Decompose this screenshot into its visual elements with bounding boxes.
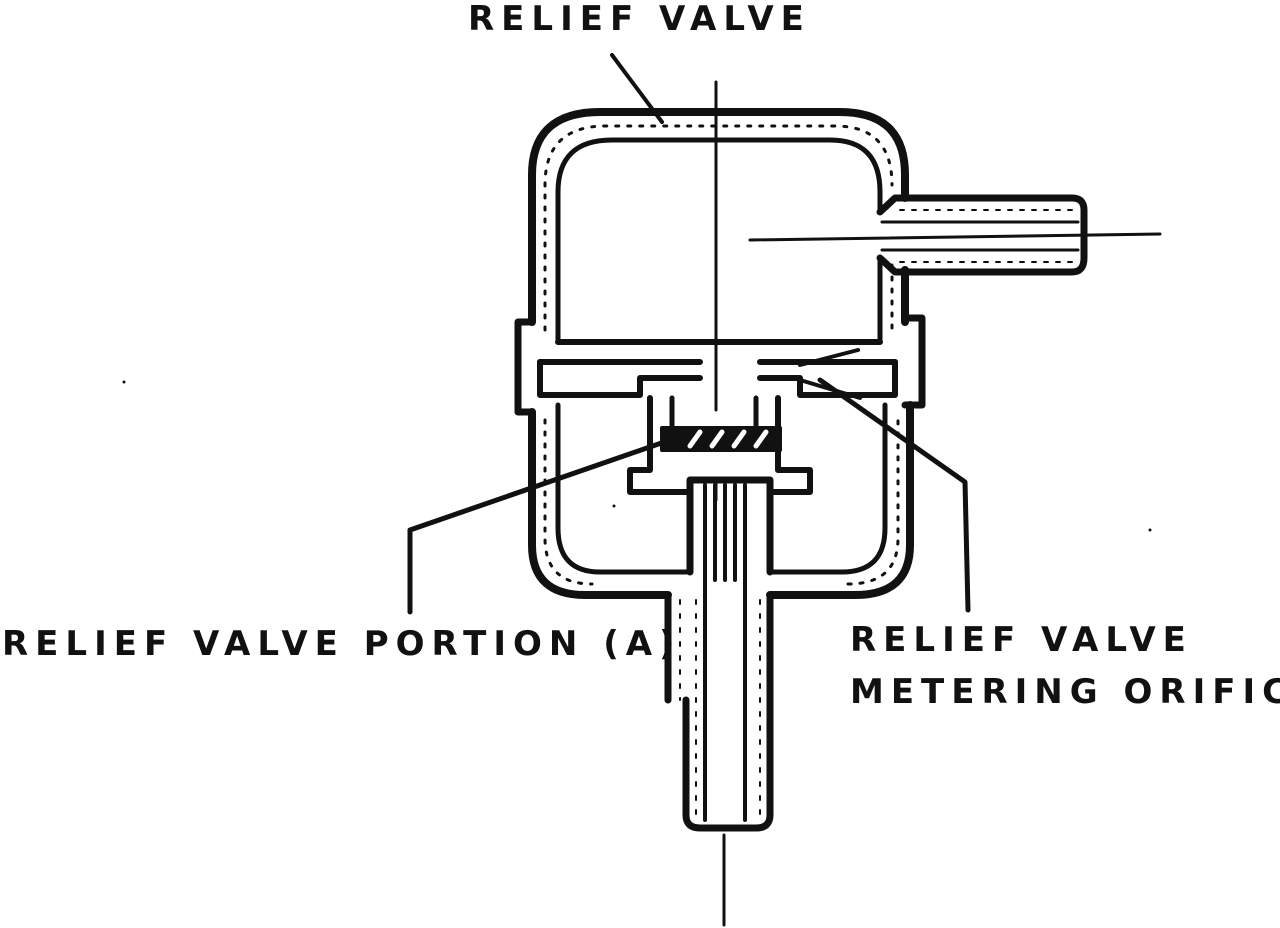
leader-relief-valve-portion (407, 437, 673, 615)
relief-valve-portion-label: RELIEF VALVE PORTION (A) (2, 624, 682, 664)
relief-valve-disc-hatch (687, 429, 769, 449)
lower-housing-inner (555, 402, 888, 575)
speck (612, 504, 616, 508)
lower-housing-outer (528, 401, 914, 599)
outlet-pipe-stipple (899, 209, 1077, 263)
flange-right (901, 314, 926, 409)
metering-orifice-label-line1: RELIEF VALVE (850, 620, 1193, 660)
diaphragm-lower (537, 359, 898, 398)
metering-orifice (798, 348, 862, 400)
upper-housing-stipple (543, 124, 894, 332)
upper-housing-inner (555, 137, 883, 345)
outlet-axis (748, 232, 1162, 242)
leader-relief-valve (610, 53, 664, 124)
stem-stipple (679, 599, 761, 816)
stem-inner (703, 483, 747, 822)
outlet-pipe-inner (880, 220, 1080, 252)
relief-valve-label: RELIEF VALVE (468, 0, 811, 39)
metering-orifice-label-line2: METERING ORIFICE (850, 672, 1280, 712)
diaphragm-plate (537, 339, 898, 365)
speck (122, 380, 126, 384)
leader-metering-orifice (817, 377, 971, 613)
lower-housing-stipple (543, 418, 900, 586)
valve-seat-posts (669, 395, 759, 433)
upper-housing-outer (528, 108, 909, 326)
center-axis (714, 80, 726, 927)
stem-outer (664, 476, 774, 832)
flange-left (514, 318, 536, 416)
speck (1148, 528, 1152, 532)
